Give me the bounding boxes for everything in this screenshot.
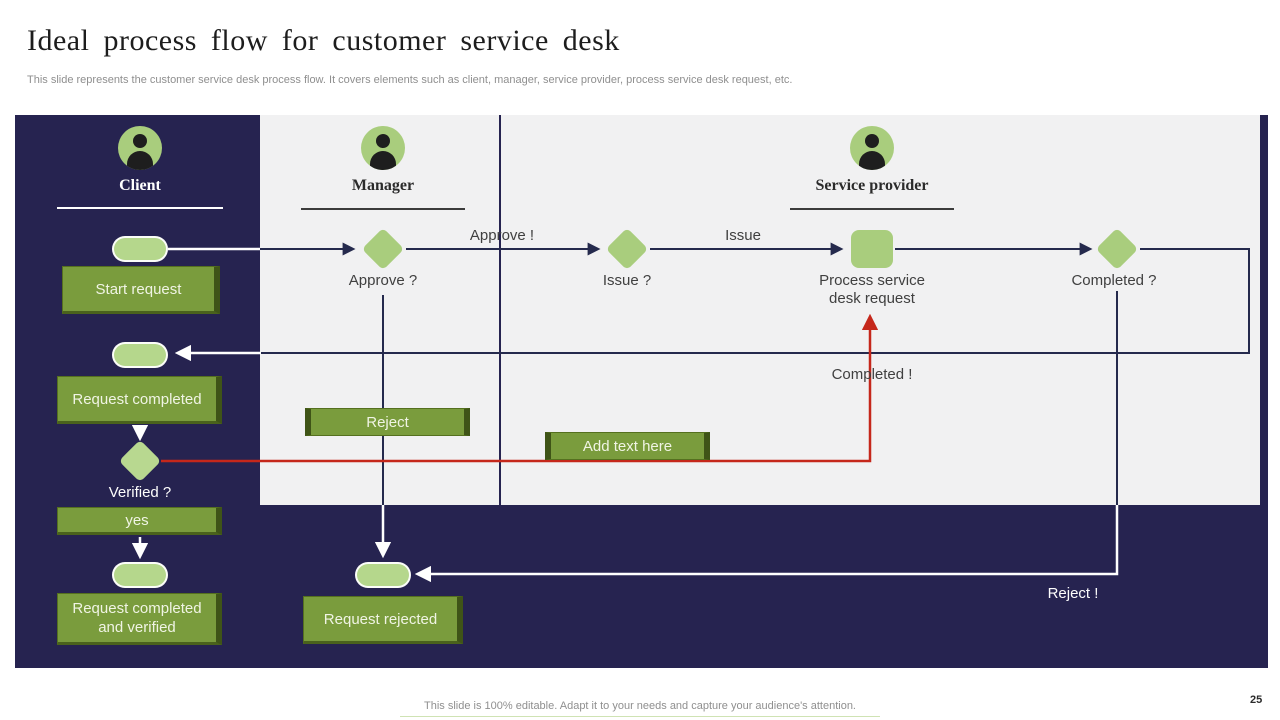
completed-terminator-pill[interactable] xyxy=(112,342,168,368)
client-underline xyxy=(57,207,223,209)
issue-label: Issue ? xyxy=(602,272,652,289)
request-completed-verified-box[interactable]: Request completed and verified xyxy=(57,593,222,645)
footer-note: This slide is 100% editable. Adapt it to… xyxy=(424,700,856,712)
reject-box[interactable]: Reject xyxy=(305,408,470,436)
lane-label-service-provider: Service provider xyxy=(815,177,929,194)
yes-box[interactable]: yes xyxy=(57,507,222,535)
flowchart-area: Client Manager Service provider Start re… xyxy=(15,115,1268,668)
page-subtitle: This slide represents the customer servi… xyxy=(27,74,793,86)
edge-label-reject: Reject ! xyxy=(1047,585,1099,602)
person-torso-icon xyxy=(127,151,153,170)
service-provider-underline xyxy=(790,208,954,210)
lane-label-client: Client xyxy=(119,177,161,194)
edge-label-issue: Issue xyxy=(725,227,761,244)
start-terminator-pill[interactable] xyxy=(112,236,168,262)
verified-terminator-pill[interactable] xyxy=(112,562,168,588)
lane-label-manager: Manager xyxy=(351,177,415,194)
edge-label-completed: Completed ! xyxy=(831,366,913,383)
person-icon xyxy=(361,126,405,170)
person-head-icon xyxy=(133,134,147,148)
verified-decision-diamond[interactable] xyxy=(118,439,162,483)
connector-reject-return-white xyxy=(414,505,1119,583)
person-head-icon xyxy=(376,134,390,148)
person-torso-icon xyxy=(859,151,885,170)
request-rejected-box[interactable]: Request rejected xyxy=(303,596,463,644)
request-completed-box[interactable]: Request completed xyxy=(57,376,222,424)
person-head-icon xyxy=(865,134,879,148)
person-icon xyxy=(850,126,894,170)
lane-divider xyxy=(499,115,501,505)
process-request-label: Process service desk request xyxy=(819,272,925,307)
page-number: 25 xyxy=(1250,694,1263,706)
person-icon xyxy=(118,126,162,170)
verified-label: Verified ? xyxy=(108,484,172,501)
approve-label: Approve ? xyxy=(348,272,418,289)
person-torso-icon xyxy=(370,151,396,170)
rejected-terminator-pill[interactable] xyxy=(355,562,411,588)
page-title: Ideal process flow for customer service … xyxy=(27,24,620,57)
footer-divider xyxy=(400,716,880,717)
edge-label-approve: Approve ! xyxy=(469,227,535,244)
start-request-box[interactable]: Start request xyxy=(62,266,220,314)
process-step-box[interactable] xyxy=(851,230,893,268)
gray-lane-panel xyxy=(260,115,1260,505)
manager-underline xyxy=(301,208,465,210)
completed-label: Completed ? xyxy=(1071,272,1157,289)
add-text-here-box[interactable]: Add text here xyxy=(545,432,710,460)
